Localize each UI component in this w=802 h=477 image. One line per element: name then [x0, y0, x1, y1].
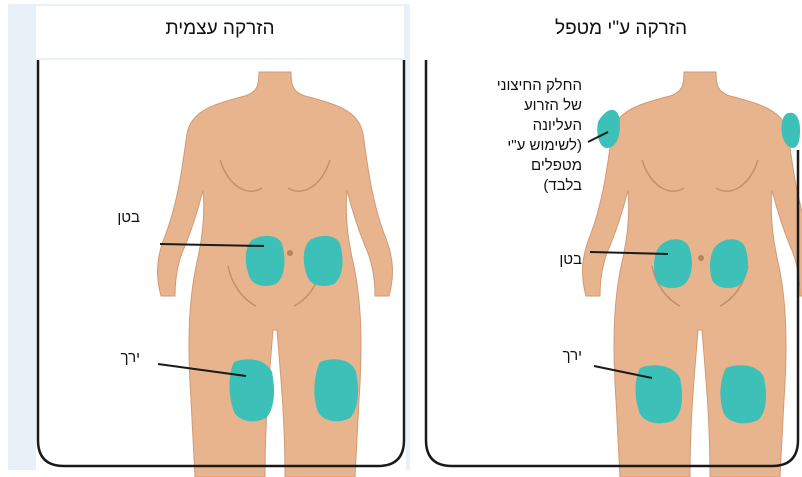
upper-arm-label-line-1: החלק החיצוני	[440, 76, 582, 96]
upper-arm-label-line-5: מטפלים	[440, 156, 582, 176]
upper-arm-label: החלק החיצוני של הזרוע העליונה (לשימוש ע"…	[440, 76, 582, 196]
left-thigh-site-2	[636, 365, 683, 423]
right-abdomen-site-2	[710, 239, 748, 288]
left-figure	[36, 60, 406, 477]
navel-2	[698, 255, 704, 261]
left-thigh-site	[230, 359, 275, 421]
left-abdomen-site	[246, 236, 285, 286]
left-abdomen-label: בטן	[80, 208, 140, 228]
upper-arm-label-line-6: בלבד)	[440, 176, 582, 196]
right-thigh-site-2	[720, 365, 766, 423]
right-panel-title: הזרקה ע"י מטפל	[436, 18, 802, 40]
left-abdomen-site-2	[654, 239, 692, 288]
left-panel-title: הזרקה עצמית	[36, 18, 404, 40]
right-thigh-site	[314, 359, 358, 421]
navel	[287, 250, 293, 256]
right-thigh-label: ירך	[512, 346, 582, 366]
upper-arm-label-line-4: (לשימוש ע"י	[440, 136, 582, 156]
upper-arm-label-line-3: העליונה	[440, 116, 582, 136]
upper-arm-label-line-2: של הזרוע	[440, 96, 582, 116]
right-abdomen-site	[304, 236, 343, 286]
left-thigh-label: ירך	[80, 348, 140, 368]
right-abdomen-label: בטן	[512, 250, 582, 270]
